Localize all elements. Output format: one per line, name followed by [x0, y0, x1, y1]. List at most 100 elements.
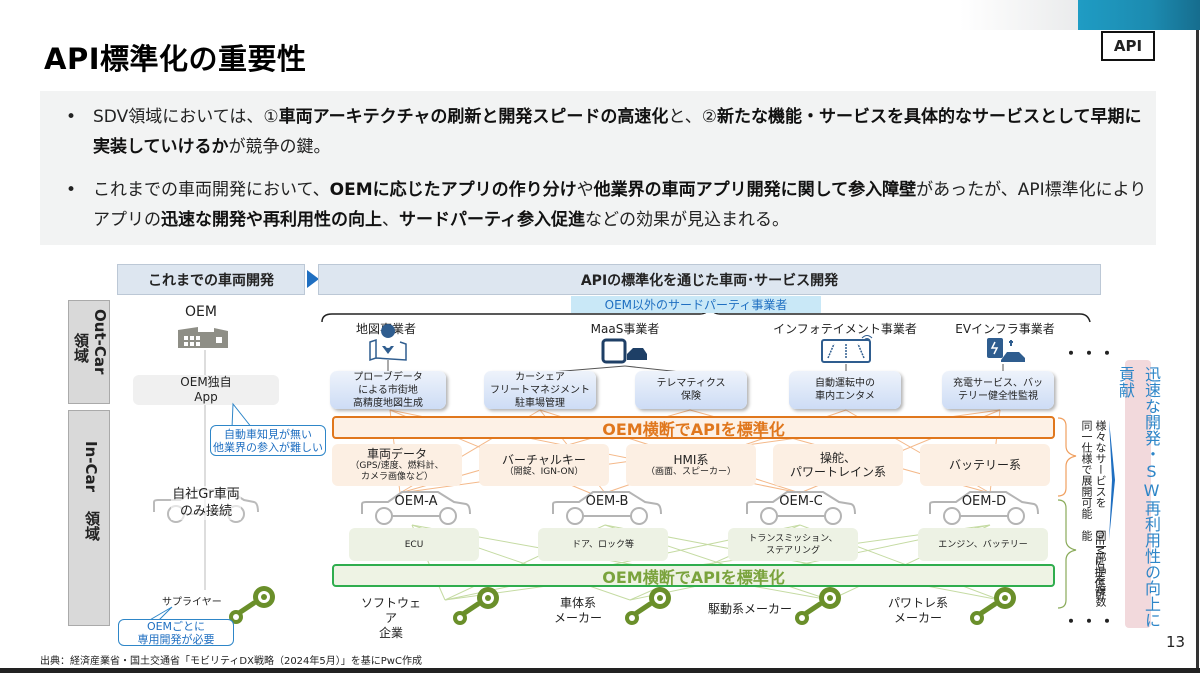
domain-jp: 領域	[72, 333, 90, 363]
emphasis-text: 迅速な開発や再利用性の向上	[161, 210, 382, 230]
oem-name: OEM-A	[394, 494, 438, 509]
emphasis-text: サードパーティ参入促進	[399, 210, 585, 230]
callout-text: OEMごとに 専用開発が必要	[137, 619, 215, 646]
function-main: バッテリー系	[948, 458, 1021, 472]
transition-arrow-icon	[307, 270, 319, 288]
function-hmi: HMI系 （画面、スピーカー）	[626, 444, 756, 486]
callout-pointer	[147, 606, 173, 622]
emphasis-text: 他業界の車両アプリ開発に関して参入障壁	[593, 180, 917, 200]
gear-wrench-icon	[970, 587, 1016, 625]
ev-charger-icon	[987, 338, 1025, 362]
part-door-lock: ドア、ロック等	[538, 528, 668, 561]
supplier-body: 車体系 メーカー	[553, 596, 602, 625]
bullet-text: これまでの車両開発において、OEMに応じたアプリの作り分けや他業界の車両アプリ開…	[93, 175, 1153, 235]
body-text: があったが、API標準化によりアプリの	[93, 180, 1147, 230]
part-text: ECU	[404, 539, 424, 550]
body-text: などの効果が見込まれる。	[584, 210, 789, 230]
function-main: バーチャルキー	[502, 452, 586, 467]
slide-border-right	[1196, 30, 1199, 673]
gear-wrench-icon	[625, 587, 671, 625]
header-legacy-development: これまでの車両開発	[117, 264, 305, 295]
service-text: 充電サービス、バッ テリー健全性監視	[953, 378, 1043, 402]
tablet-car-icon	[601, 338, 647, 364]
oem-car-b: OEM-B	[549, 490, 665, 530]
note-same-part-col1: OEMに提供可能	[1080, 530, 1106, 600]
gear-wrench-icon	[229, 586, 275, 624]
supplier-software: ソフトウェア 企業	[360, 596, 421, 640]
car-outline-icon	[746, 491, 856, 525]
emphasis-text: 車両アーキテクチャの刷新と開発スピードの高速化	[278, 107, 669, 127]
effect-text: 迅速な開発・SW再利用性の向上に貢献	[1116, 366, 1161, 628]
body-text: SDV領域においては、①	[93, 107, 279, 127]
body-text: が競争の鍵。	[228, 137, 331, 157]
infotainment-screen-icon	[821, 335, 873, 363]
service-autonomous-entertainment: 自動運転中の 車内エンタメ	[789, 371, 901, 409]
part-transmission-steering: トランスミッション、 ステアリング	[728, 528, 858, 561]
service-text: カーシェア フリートマネジメント 駐車場管理	[490, 371, 590, 409]
domain-label-in-car: In-Car 領域	[68, 410, 110, 626]
callout-text: 自動車知見が無い 他業界の参入が難しい	[213, 427, 323, 454]
slide-border-bottom	[0, 668, 1200, 673]
service-ev-charging: 充電サービス、バッ テリー健全性監視	[942, 371, 1054, 409]
function-vehicle-data: 車両データ （GPS/速度、燃料計、 カメラ画像など）	[332, 444, 462, 486]
service-text: 自動運転中の 車内エンタメ	[815, 378, 875, 402]
part-text: トランスミッション、 ステアリング	[748, 533, 838, 556]
part-text: エンジン、バッテリー	[938, 539, 1028, 550]
note-same-spec-col2: 様々なサービスを	[1094, 420, 1107, 508]
map-pin-icon	[369, 324, 407, 362]
domain-jp: 領域	[83, 511, 101, 541]
header-accent-bar	[1078, 0, 1200, 30]
page-number: 13	[1166, 633, 1186, 651]
oem-proprietary-app: OEM独自 App	[133, 375, 279, 405]
business-ev-infra: EVインフラ事業者	[955, 322, 1055, 336]
part-text: ドア、ロック等	[571, 539, 635, 550]
function-steering-powertrain: 操舵、 パワートレイン系	[773, 444, 903, 486]
note-same-spec-col1: 同一仕様で展開可能	[1080, 420, 1093, 519]
part-ecu: ECU	[349, 528, 479, 561]
bullet-dot: •	[66, 107, 77, 127]
bullet-dot: •	[66, 180, 77, 200]
note-same-part-col2: 同一部品を複数	[1094, 530, 1107, 607]
oem-car-a: OEM-A	[358, 490, 474, 530]
own-group-vehicles: 自社Gr車両 のみ接続	[171, 486, 241, 520]
more-suppliers-ellipsis: ・・・	[1063, 612, 1118, 631]
callout-pointer	[231, 402, 253, 429]
body-text: これまでの車両開発において、	[93, 180, 330, 200]
part-engine-battery: エンジン、バッテリー	[918, 528, 1048, 561]
service-carshare-fleet: カーシェア フリートマネジメント 駐車場管理	[484, 371, 596, 409]
header-api-development: APIの標準化を通じた車両･サービス開発	[318, 264, 1101, 295]
function-main: 車両データ	[366, 447, 427, 461]
topic-tag: API	[1101, 31, 1155, 61]
function-virtual-key: バーチャルキー （開錠、IGN-ON）	[479, 444, 609, 486]
body-text: や	[576, 180, 594, 200]
car-outline-icon	[361, 491, 471, 525]
supplier-powertrain: パワトレ系 メーカー	[887, 596, 948, 625]
effect-banner: 迅速な開発・SW再利用性の向上に貢献	[1116, 360, 1161, 628]
source-citation: 出典：経済産業省・国土交通省「モビリティDX戦略（2024年5月）」を基にPwC…	[40, 656, 422, 667]
gear-wrench-icon	[453, 587, 499, 625]
oem-label: OEM	[185, 304, 217, 320]
function-main: HMI系	[673, 452, 709, 467]
callout-dedicated-development: OEMごとに 専用開発が必要	[118, 619, 234, 646]
oem-name: OEM-B	[585, 494, 629, 509]
third-party-label: OEM以外のサードパーティ事業者	[571, 296, 821, 313]
oem-car-d: OEM-D	[926, 490, 1042, 530]
more-businesses-ellipsis: ・・・	[1063, 344, 1118, 363]
function-battery: バッテリー系	[920, 444, 1050, 486]
function-main: 操舵、 パワートレイン系	[789, 451, 886, 479]
service-text: テレマティクス 保険	[656, 378, 726, 402]
supplier-label: サプライヤー	[162, 597, 222, 608]
supplier-drivetrain: 駆動系メーカー	[707, 602, 792, 616]
factory-icon	[178, 327, 228, 348]
function-sub: （画面、スピーカー）	[645, 466, 736, 477]
emphasis-text: 新たな機能・サービスを具体的なサービスとして早期に実装していけるか	[93, 107, 1142, 157]
domain-latin: Out-Car	[91, 309, 109, 375]
gear-wrench-icon	[795, 587, 841, 625]
api-standardization-banner-upper: OEM横断でAPIを標準化	[332, 416, 1055, 439]
domain-label-out-car: Out-Car 領域	[68, 300, 110, 404]
bullet-text: SDV領域においては、①車両アーキテクチャの刷新と開発スピードの高速化と、②新た…	[93, 102, 1153, 162]
domain-latin: In-Car	[82, 441, 100, 493]
business-maas: MaaS事業者	[590, 322, 660, 336]
function-sub: （開錠、IGN-ON）	[504, 466, 584, 477]
oem-name: OEM-D	[961, 494, 1007, 509]
